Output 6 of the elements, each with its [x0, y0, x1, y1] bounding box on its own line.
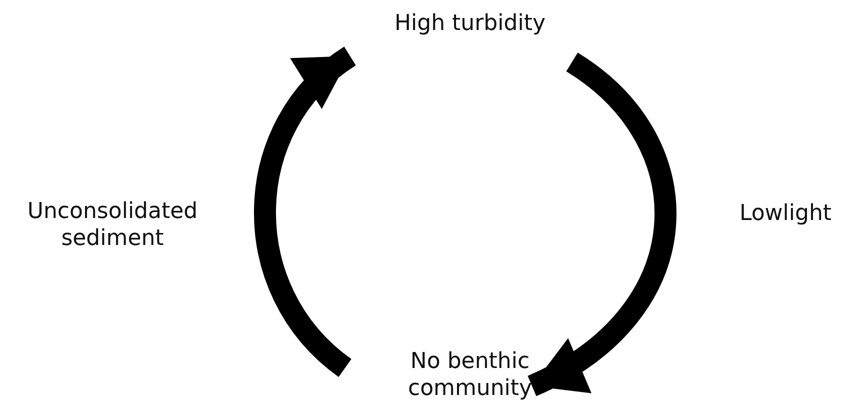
- edge-label: Lowlight: [738, 200, 833, 227]
- curved-arrow: [254, 47, 357, 376]
- node-label: High turbidity: [340, 10, 600, 37]
- curved-arrow: [526, 53, 676, 396]
- node-label: No benthic community: [360, 348, 580, 402]
- edge-label: Unconsolidated sediment: [26, 198, 199, 252]
